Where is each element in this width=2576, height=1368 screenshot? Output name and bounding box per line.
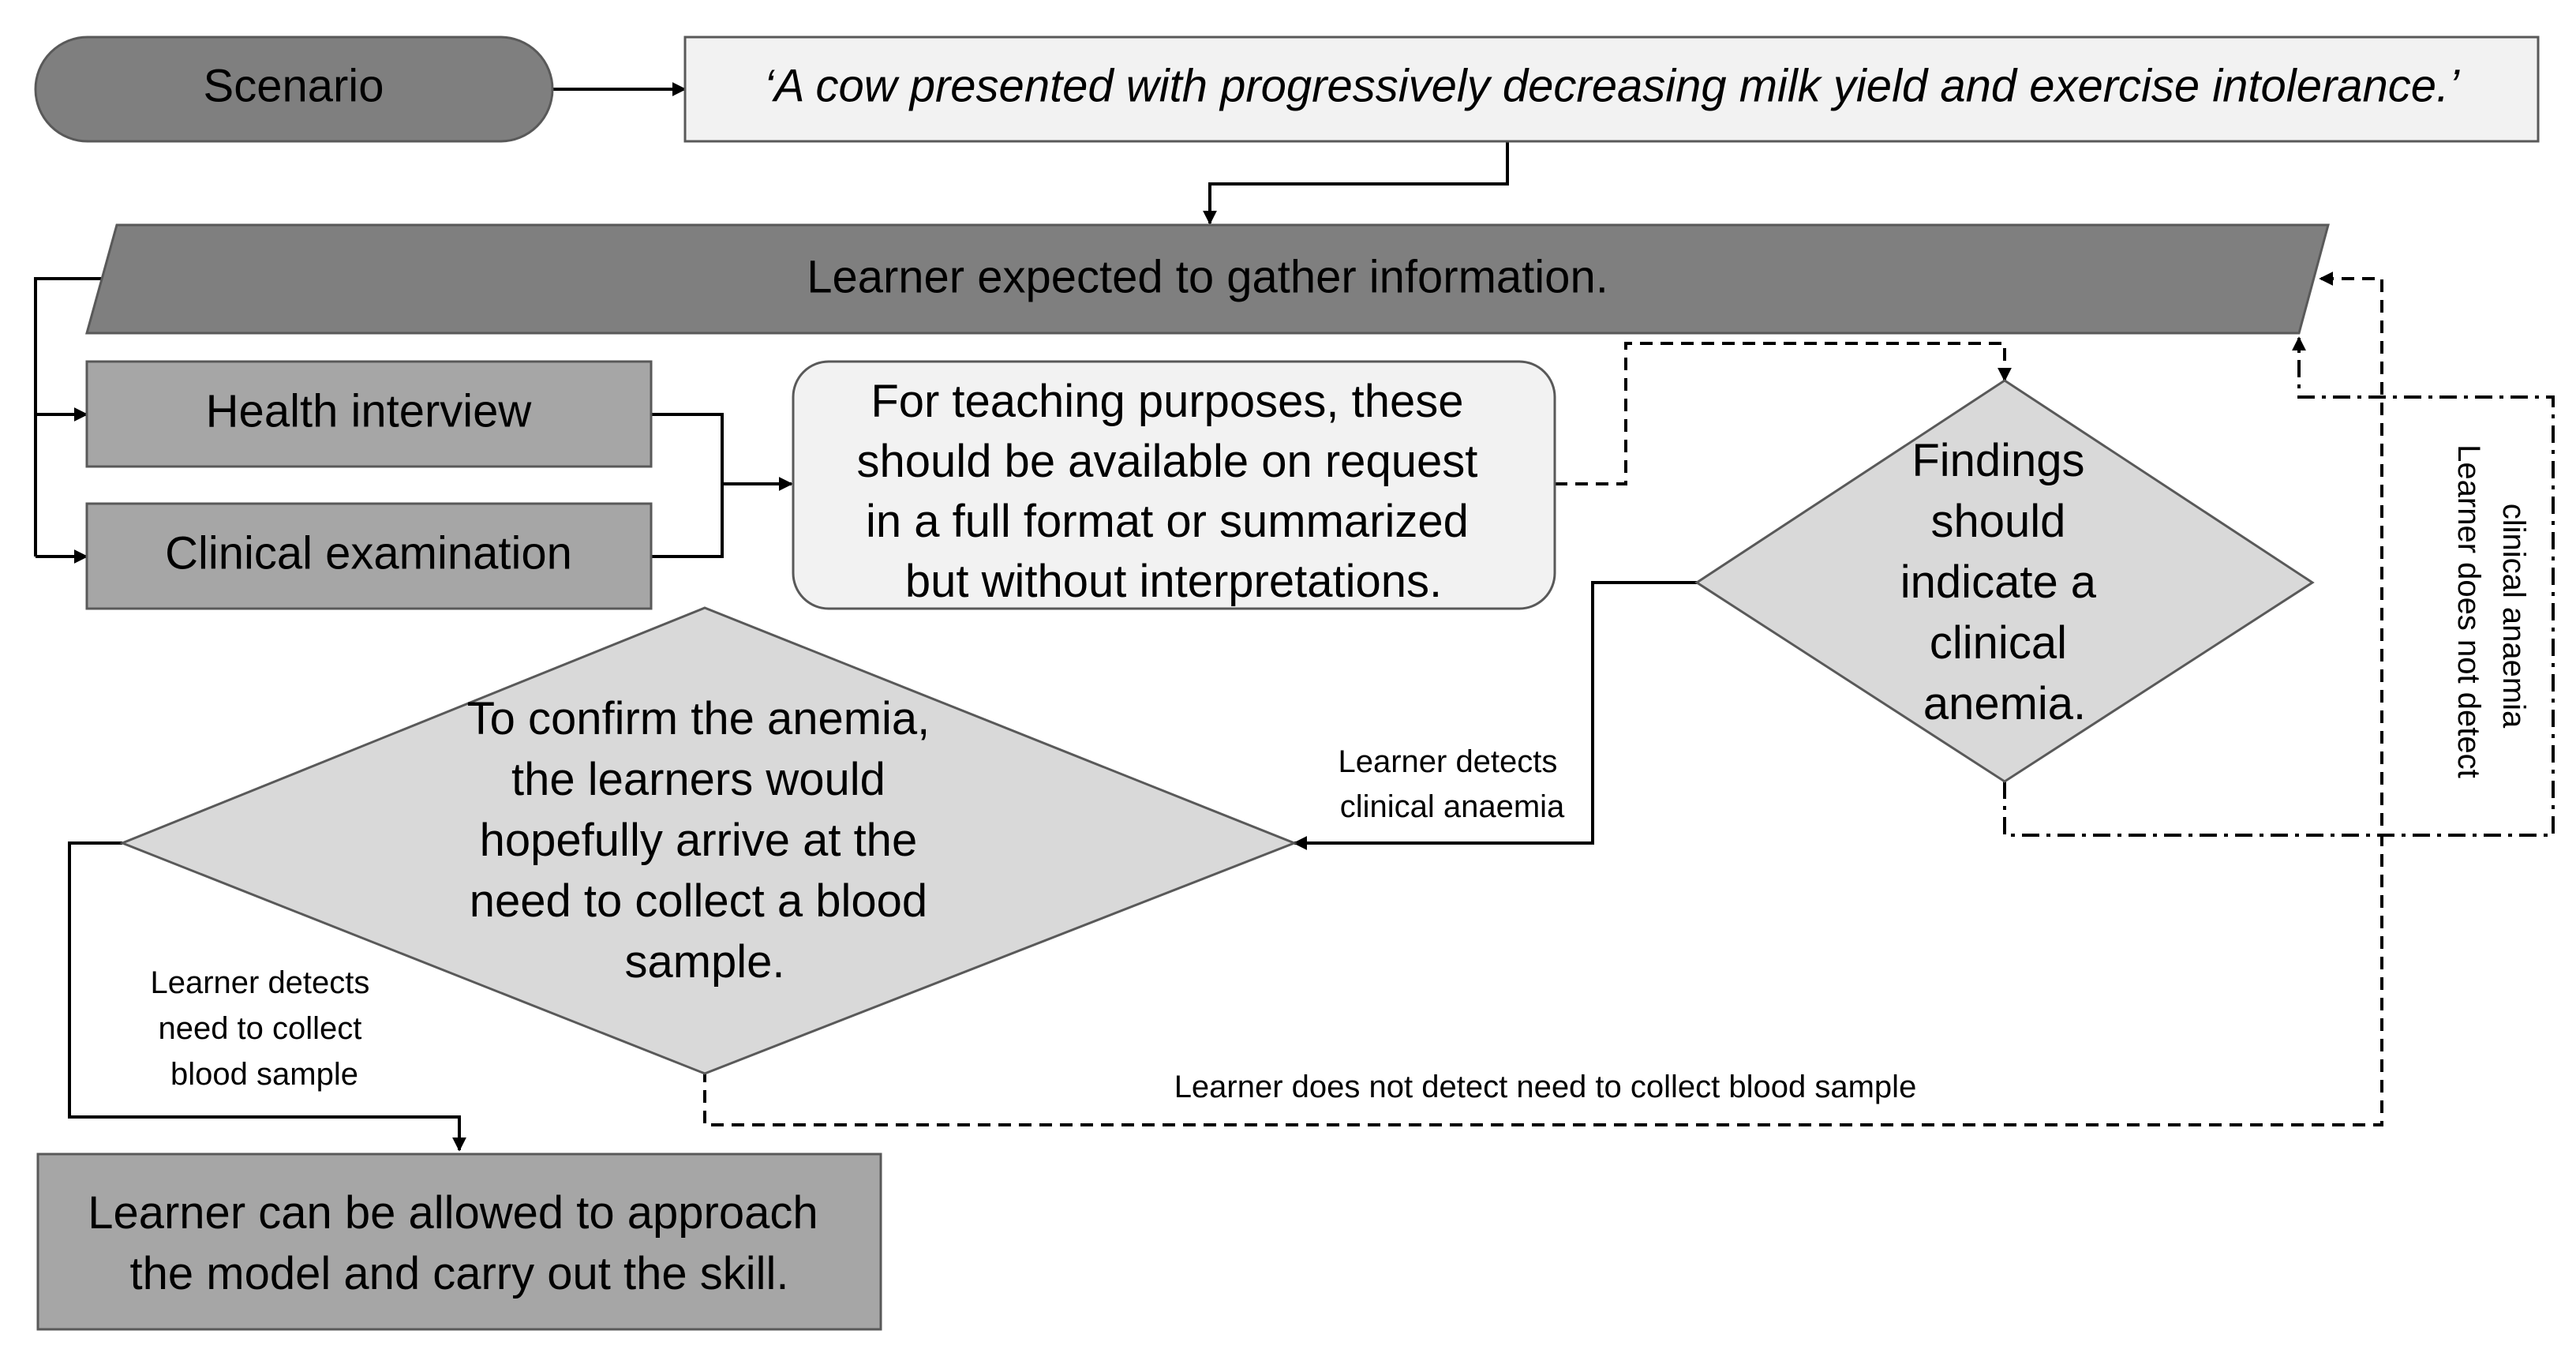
dashdot-connectors (2003, 336, 2555, 837)
teaching-note-text: For teaching purposes, these should be a… (857, 376, 1491, 607)
teaching-note-line: For teaching purposes, these (871, 376, 1463, 427)
findings-line: indicate a (1900, 557, 2097, 608)
confirm-anemia-decision: To confirm the anemia, the learners woul… (118, 606, 1298, 1075)
findings-line: clinical (1930, 617, 2067, 669)
confirm-anemia-line: need to collect a blood (470, 875, 927, 927)
arrow-findings-to-confirm (1293, 581, 1697, 850)
dashed-connectors (703, 272, 2383, 1126)
gather-info-label: Learner expected to gather information. (807, 251, 1608, 302)
edge-label-line: clinical anaemia (1340, 789, 1565, 824)
arrow-text-to-gather (1203, 142, 1509, 225)
approach-model-line: Learner can be allowed to approach (88, 1187, 818, 1239)
health-interview-node: Health interview (85, 360, 653, 468)
findings-line: should (1930, 496, 2065, 547)
confirm-anemia-line: To confirm the anemia, (467, 693, 930, 744)
edge-label-line: Learner does not detect (2451, 444, 2486, 778)
confirm-anemia-text: To confirm the anemia, the learners woul… (467, 693, 943, 988)
approach-model-text: Learner can be allowed to approach the m… (88, 1187, 831, 1299)
clinical-exam-node: Clinical examination (85, 502, 653, 610)
confirm-anemia-line: the learners would (511, 754, 886, 805)
scenario-text: ‘A cow presented with progressively decr… (764, 60, 2460, 111)
findings-line: Findings (1911, 435, 2084, 486)
scenario-label: Scenario (204, 60, 384, 111)
health-interview-label: Health interview (206, 385, 533, 437)
clinical-exam-label: Clinical examination (165, 527, 572, 579)
merge-line (651, 413, 724, 558)
findings-text: Findings should indicate a clinical anem… (1900, 435, 2109, 729)
approach-model-node: Learner can be allowed to approach the m… (36, 1152, 882, 1331)
scenario-text-box: ‘A cow presented with progressively decr… (683, 36, 2540, 143)
edge-label-line: Learner detects (1338, 744, 1557, 779)
arrow-note-to-findings (1555, 342, 2012, 485)
confirm-anemia-line: hopefully arrive at the (480, 815, 918, 866)
findings-decision: Findings should indicate a clinical anem… (1694, 379, 2315, 783)
arrow-confirm-to-approach (68, 841, 466, 1152)
edge-label-line: Learner detects (150, 965, 369, 1000)
approach-model-line: the model and carry out the skill. (130, 1248, 789, 1299)
edge-label-detects-blood: Learner detects need to collect blood sa… (150, 965, 378, 1092)
teaching-note-node: For teaching purposes, these should be a… (792, 360, 1556, 610)
connectors (34, 82, 1697, 1152)
edge-label-line: blood sample (170, 1057, 358, 1092)
teaching-note-line: should be available on request (857, 436, 1478, 487)
findings-line: anemia. (1923, 678, 2086, 729)
edge-label-not-detect-blood: Learner does not detect need to collect … (1174, 1070, 1917, 1104)
edge-label-line: need to collect (158, 1011, 361, 1046)
edge-label-line: clinical anaemia (2496, 504, 2531, 729)
arrow-not-detect-blood (703, 272, 2383, 1126)
scenario-node: Scenario (34, 36, 554, 143)
confirm-anemia-line: sample. (624, 936, 784, 988)
gather-info-node: Learner expected to gather information. (85, 223, 2330, 335)
edge-label-detects-anaemia: Learner detects clinical anaemia (1338, 744, 1566, 824)
arrow-not-detect-anaemia (2003, 336, 2555, 837)
teaching-note-line: in a full format or summarized (866, 496, 1469, 547)
edge-label-not-detect-anaemia: Learner does not detect clinical anaemia (2451, 444, 2531, 787)
branch-line-gather (34, 277, 103, 557)
teaching-note-line: but without interpretations. (905, 556, 1442, 607)
